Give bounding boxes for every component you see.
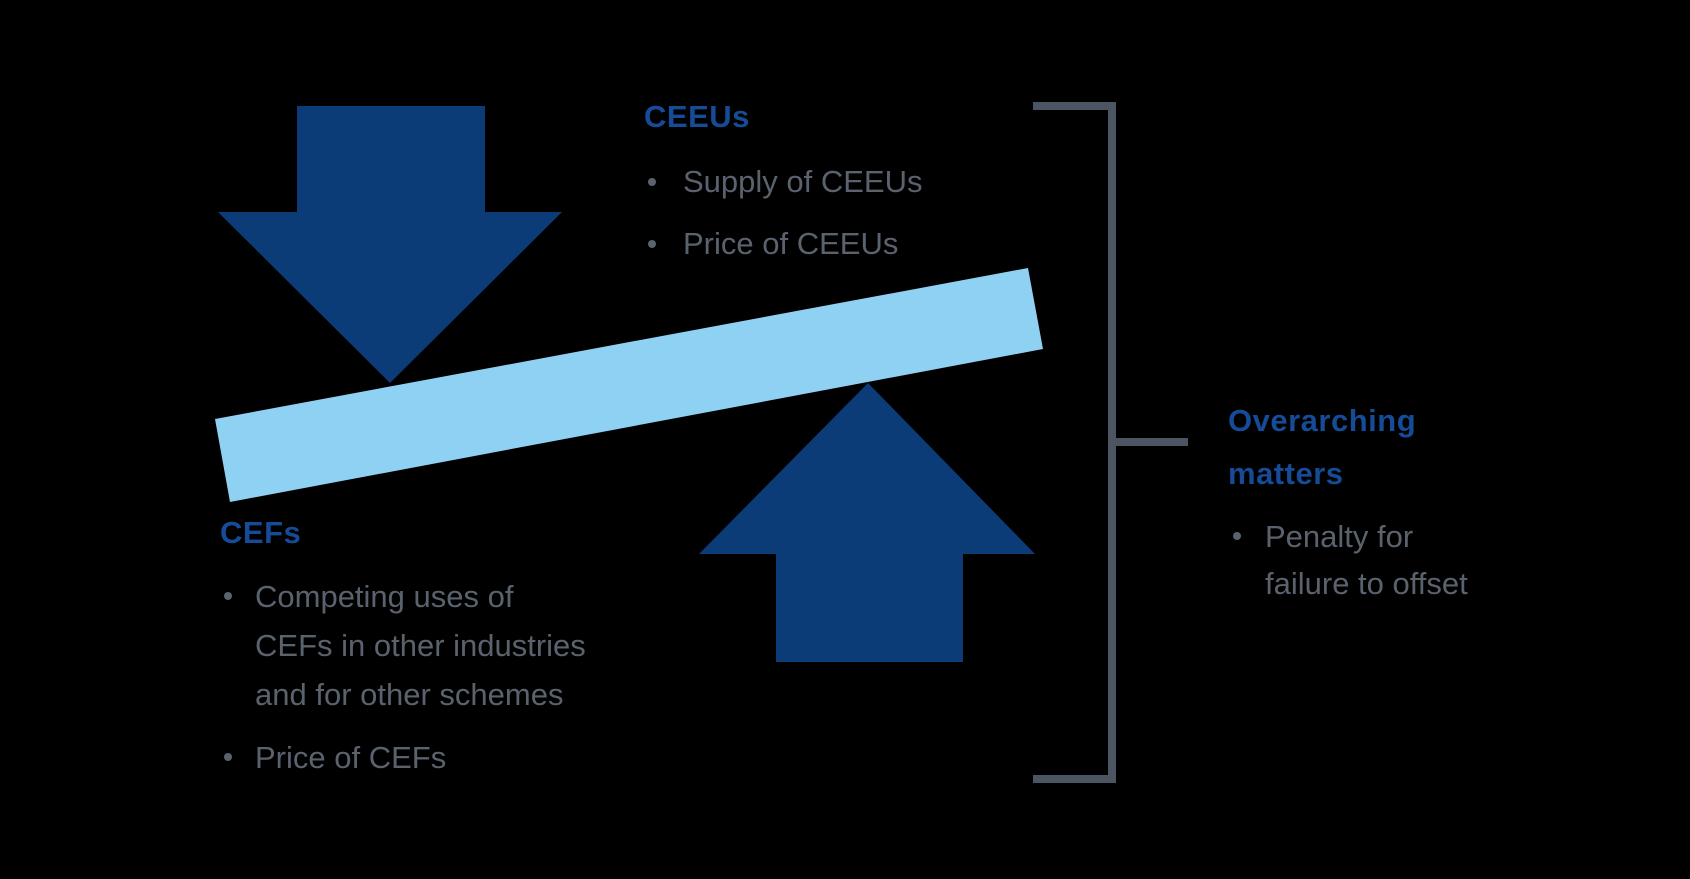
bullet-text: Penalty for failure to offset [1265,519,1468,601]
cefs-heading: CEFs [220,515,302,550]
seesaw-bar-icon [215,268,1043,502]
bullet-dot-icon [1233,532,1241,540]
list-item: Penalty for failure to offset [1233,513,1477,607]
bullet-dot-icon [224,753,232,761]
list-item: Competing uses of CEFs in other industri… [224,572,587,719]
bullet-text: Supply of CEEUs [683,164,923,199]
bullet-text: Price of CEEUs [683,226,899,261]
ceeus-heading: CEEUs [644,99,750,134]
list-item: Price of CEEUs [648,224,923,264]
bracket-icon [1033,102,1188,783]
cefs-bullet-list: Competing uses of CEFs in other industri… [224,572,587,796]
bullet-text: Competing uses of CEFs in other industri… [255,579,586,712]
overarching-matters-heading: Overarching matters [1228,403,1417,491]
bullet-dot-icon [648,178,656,186]
ceeus-bullet-list: Supply of CEEUs Price of CEEUs [648,162,923,286]
list-item: Supply of CEEUs [648,162,923,202]
bullet-dot-icon [224,592,232,600]
up-arrow-icon [699,383,1035,662]
bullet-text: Price of CEFs [255,740,447,775]
bullet-dot-icon [648,240,656,248]
overarching-bullet-list: Penalty for failure to offset [1233,513,1477,607]
down-arrow-icon [218,106,562,383]
list-item: Price of CEFs [224,733,587,782]
